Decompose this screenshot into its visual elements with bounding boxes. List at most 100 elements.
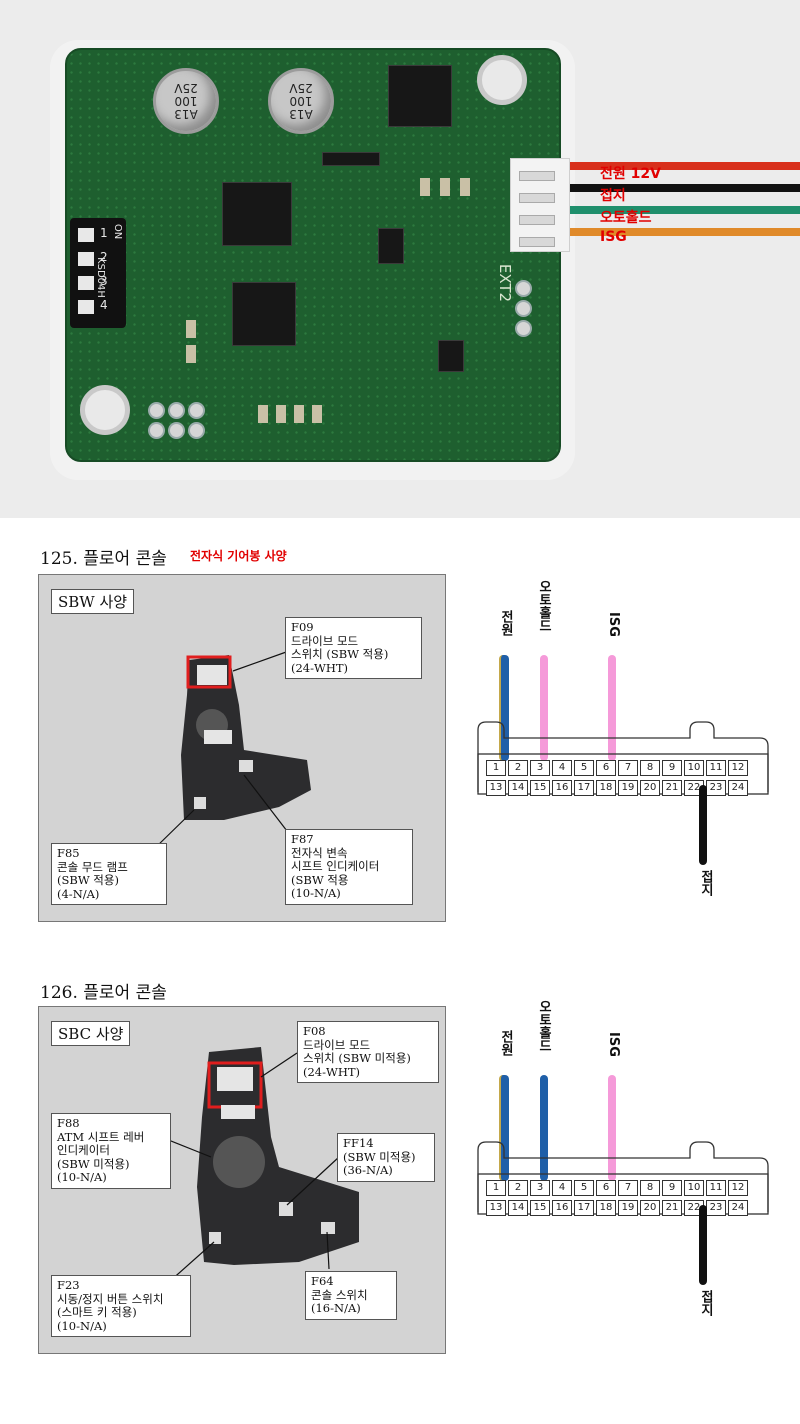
- pin-header-hole: [515, 280, 532, 297]
- dip-toggle[interactable]: [78, 228, 94, 242]
- pin: 23: [706, 1200, 726, 1216]
- smd-component: [276, 405, 286, 423]
- callout-f64: F64 콘솔 스위치 (16-N/A): [305, 1271, 397, 1320]
- pin: 16: [552, 780, 572, 796]
- connector-slot: [519, 171, 555, 181]
- label-sticker: [204, 730, 232, 744]
- label-sticker: [221, 1105, 255, 1119]
- callout-f09: F09 드라이브 모드 스위치 (SBW 적용) (24-WHT): [285, 617, 422, 679]
- cap-label-line: 25V: [289, 81, 313, 95]
- smd-component: [186, 345, 196, 363]
- pin-header-hole: [148, 402, 165, 419]
- wire-power: [499, 655, 509, 761]
- wire-autohold: [568, 206, 800, 214]
- console-illustration: [153, 650, 311, 850]
- callout-f08: F08 드라이브 모드 스위치 (SBW 미적용) (24-WHT): [297, 1021, 439, 1083]
- cap-label-line: A13: [289, 107, 313, 121]
- console-body: [197, 1047, 359, 1265]
- dip-number: 1: [100, 226, 108, 240]
- pin-header-hole: [515, 300, 532, 317]
- pin-header-hole: [168, 422, 185, 439]
- pin: 19: [618, 1200, 638, 1216]
- connector-module: [194, 797, 206, 809]
- dip-toggle[interactable]: [78, 276, 94, 290]
- connector-module: [209, 1232, 221, 1244]
- pin: 6: [596, 1180, 616, 1196]
- pin: 5: [574, 1180, 594, 1196]
- connector-slot: [519, 193, 555, 203]
- dip-toggle[interactable]: [78, 252, 94, 266]
- label-power: 전원: [498, 610, 513, 636]
- cap-label-line: A13: [174, 107, 198, 121]
- wire-label-ground: 접지: [600, 188, 626, 204]
- pin: 6: [596, 760, 616, 776]
- pin: 13: [486, 780, 506, 796]
- mount-hole: [477, 55, 527, 105]
- pin: 11: [706, 1180, 726, 1196]
- console-body: [181, 655, 311, 820]
- pin: 21: [662, 1200, 682, 1216]
- highlight-box: [186, 655, 232, 689]
- pin: 8: [640, 760, 660, 776]
- dip-switch[interactable]: 1 2 3 4: [70, 218, 126, 328]
- pin: 5: [574, 760, 594, 776]
- section-126-title: 126. 플로어 콘솔: [40, 983, 167, 1003]
- pcb-photo: A13 100 25V A13 100 25V 1 2 3 4 ON KSD04…: [0, 0, 800, 518]
- wire-power: [568, 162, 800, 170]
- dip-on-label: ON: [112, 223, 124, 240]
- pin: 1: [486, 1180, 506, 1196]
- wire-label-autohold: 오토홀드: [600, 210, 652, 226]
- pin: 9: [662, 760, 682, 776]
- label-power: 전원: [498, 1030, 513, 1056]
- pin: 1: [486, 760, 506, 776]
- pin: 21: [662, 780, 682, 796]
- callout-f87: F87 전자식 변속 시프트 인디케이터 (SBW 적용 (10-N/A): [285, 829, 413, 905]
- pin: 15: [530, 780, 550, 796]
- connector-module: [279, 1202, 293, 1216]
- voltage-regulator: [222, 182, 292, 246]
- wire-autohold: [540, 655, 548, 761]
- callout-leader: [260, 1052, 298, 1078]
- shift-dial: [213, 1136, 265, 1188]
- dip-model-label: KSD04H: [94, 257, 106, 298]
- pin: 2: [508, 1180, 528, 1196]
- dip-toggle[interactable]: [78, 300, 94, 314]
- pin: 16: [552, 1200, 572, 1216]
- pin: 24: [728, 780, 748, 796]
- callout-f85: F85 콘솔 무드 램프 (SBW 적용) (4-N/A): [51, 843, 167, 905]
- microcontroller-chip: [232, 282, 296, 346]
- pin: 20: [640, 1200, 660, 1216]
- callout-leader: [243, 774, 288, 832]
- connector-slot: [519, 237, 555, 247]
- housing-outline: [477, 1141, 769, 1212]
- smd-component: [258, 405, 268, 423]
- pin-header-hole: [168, 402, 185, 419]
- pin: 19: [618, 780, 638, 796]
- sbw-photo-panel: SBW 사양 F09 드라이브 모드 스위치 (SBW 적용) (24-WHT)…: [38, 574, 446, 922]
- pin: 18: [596, 1200, 616, 1216]
- callout-leader: [153, 809, 195, 850]
- pin: 8: [640, 1180, 660, 1196]
- callout-ff14: FF14 (SBW 미적용) (36-N/A): [337, 1133, 435, 1182]
- pin: 24: [728, 1200, 748, 1216]
- label-isg: ISG: [606, 612, 621, 637]
- housing-outline: [477, 721, 769, 792]
- pin: 14: [508, 780, 528, 796]
- smd-component: [420, 178, 430, 196]
- pin: 15: [530, 1200, 550, 1216]
- capacitor: A13 100 25V: [153, 68, 219, 134]
- sbc-photo-panel: SBC 사양 F08 드라이브 모드 스위치 (SBW 미적용) (24-WHT…: [38, 1006, 446, 1354]
- connector-module: [321, 1222, 335, 1234]
- pin: 13: [486, 1200, 506, 1216]
- smd-component: [440, 178, 450, 196]
- mount-hole: [80, 385, 130, 435]
- pin: 3: [530, 1180, 550, 1196]
- label-ground: 접지: [698, 1290, 713, 1316]
- pin: 2: [508, 760, 528, 776]
- variant-label: SBC 사양: [51, 1021, 131, 1046]
- pin: 17: [574, 780, 594, 796]
- wire-power: [499, 1075, 509, 1181]
- pin-header-hole: [188, 422, 205, 439]
- wire-isg: [568, 228, 800, 236]
- pin-header-hole: [148, 422, 165, 439]
